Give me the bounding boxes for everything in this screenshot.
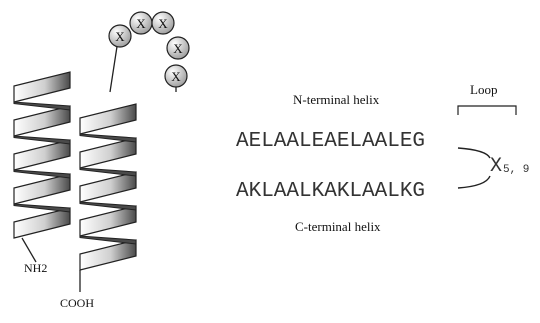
loop-residue-bead: X [165, 65, 187, 87]
bead-label: X [115, 29, 125, 44]
n-helix-front-segment [14, 140, 70, 170]
bead-label: X [171, 69, 181, 84]
n-terminal-helix-label: N-terminal helix [293, 92, 380, 107]
c-helix-front-segment [80, 138, 136, 168]
c-terminal-helix-ribbon [80, 104, 136, 270]
loop-bracket [458, 106, 516, 115]
c-helix-back-segment [80, 168, 136, 176]
c-helix-front-segment [80, 172, 136, 202]
n-helix-front-segment [14, 106, 70, 136]
c-helix-back-segment [80, 236, 136, 244]
bead-label: X [158, 16, 168, 31]
loop-lengths-subscript: 5, 9 [503, 164, 529, 176]
loop-residue-bead: X [130, 12, 152, 34]
loop-residue-bead: X [167, 37, 189, 59]
n-helix-back-segment [14, 204, 70, 212]
n-helix-front-segment [14, 72, 70, 102]
bead-label: X [173, 41, 183, 56]
c-helix-back-segment [80, 202, 136, 210]
carboxyl-terminus-label: COOH [60, 296, 94, 310]
c-helix-front-segment [80, 240, 136, 270]
loop-label: Loop [470, 82, 497, 97]
c-helix-front-segment [80, 206, 136, 236]
c-terminal-sequence: AKLAALKAKLAALKG [236, 180, 425, 203]
c-helix-back-segment [80, 134, 136, 142]
bead-label: X [136, 16, 146, 31]
n-helix-back-segment [14, 136, 70, 144]
loop-residue-bead: X [109, 25, 131, 47]
n-terminal-helix-ribbon [14, 72, 70, 238]
c-helix-front-segment [80, 104, 136, 134]
n-helix-front-segment [14, 208, 70, 238]
n-helix-back-segment [14, 170, 70, 178]
amino-terminus-label: NH2 [24, 261, 47, 275]
loop-connector-brace [458, 148, 490, 188]
amino-terminus-line [22, 238, 36, 262]
n-helix-front-segment [14, 174, 70, 204]
n-helix-back-segment [14, 102, 70, 110]
n-terminal-sequence: AELAALEAELAALEG [236, 130, 425, 153]
c-terminal-helix-label: C-terminal helix [295, 219, 381, 234]
helix-left-to-loop-link [110, 40, 118, 92]
loop-residue-bead: X [152, 12, 174, 34]
loop-residue-symbol: X [490, 155, 502, 178]
